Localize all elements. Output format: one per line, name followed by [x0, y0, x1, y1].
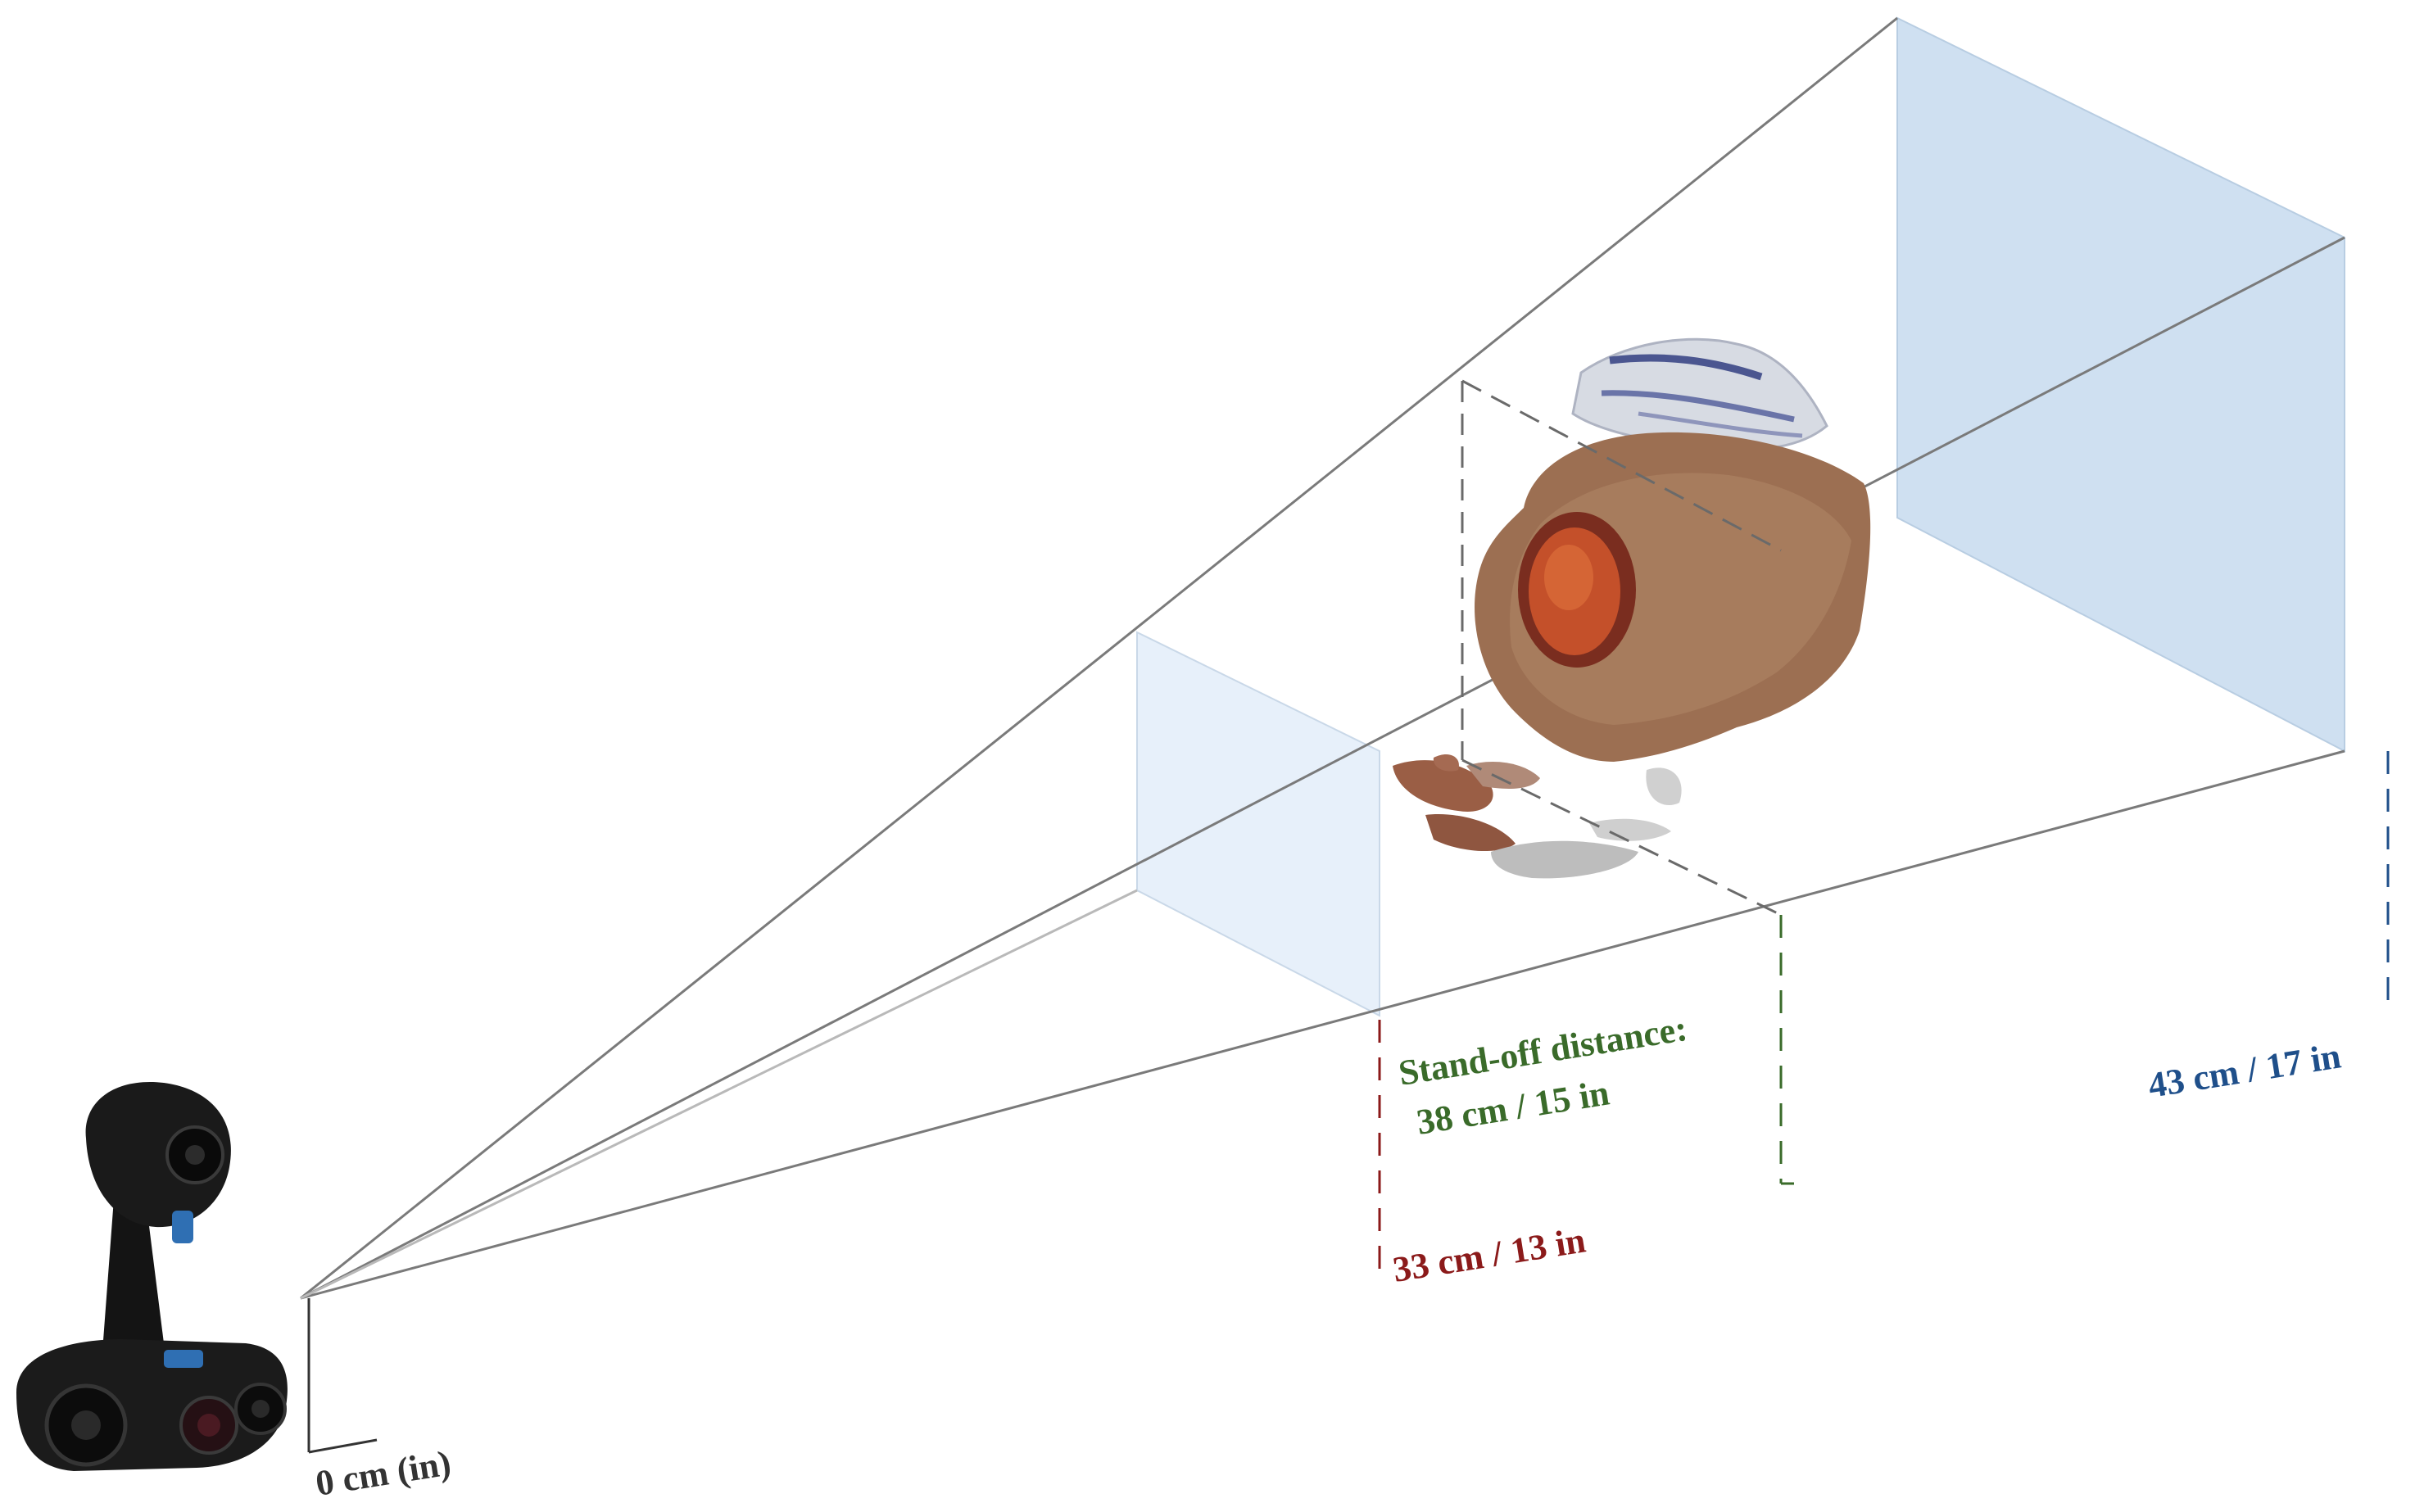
- far-plane: [1896, 16, 2345, 753]
- origin-axes: [307, 1298, 378, 1454]
- far-distance-label: 43 cm / 17 in: [2145, 1035, 2344, 1105]
- wound-3d-scan-image: [1393, 337, 1871, 879]
- near-plane: [1136, 631, 1380, 1017]
- origin-label: 0 cm (in): [313, 1442, 454, 1503]
- standoff-plane: [1461, 379, 1782, 917]
- near-distance-label: 33 cm / 13 in: [1390, 1220, 1588, 1289]
- handheld-3d-scanner-icon: [16, 1081, 288, 1471]
- distance-markers: [1378, 751, 2390, 1274]
- standoff-label-line1: Stand-off distance:: [1396, 1008, 1690, 1093]
- frustum-edges: [300, 16, 2345, 1300]
